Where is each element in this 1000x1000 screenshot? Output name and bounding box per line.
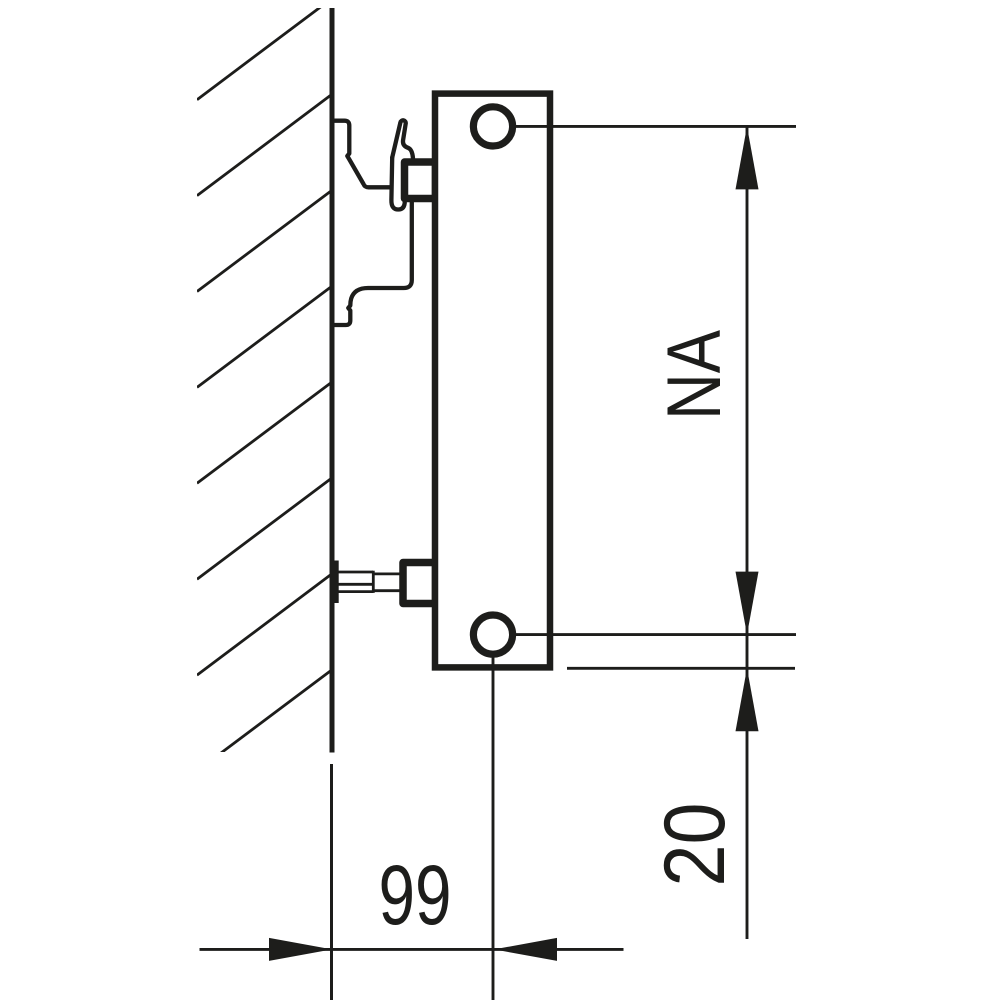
svg-text:99: 99: [379, 848, 452, 942]
svg-text:NA: NA: [652, 330, 737, 420]
svg-text:20: 20: [647, 803, 743, 887]
